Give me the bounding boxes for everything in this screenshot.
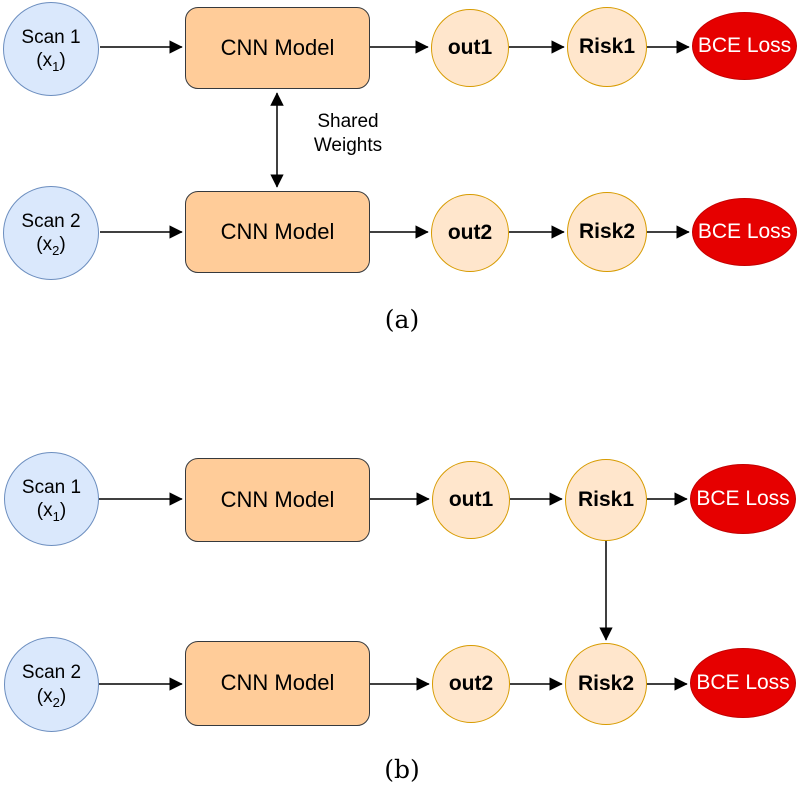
shared-weights-label: Shared Weights xyxy=(288,110,408,158)
scan-var-subscript: 1 xyxy=(52,509,60,524)
risk2-label: Risk2 xyxy=(578,220,636,244)
scan-var-open: (x xyxy=(36,685,53,707)
risk1-label: Risk1 xyxy=(577,488,635,512)
scan-var-subscript: 1 xyxy=(52,59,60,74)
cnn-model-node-b2: CNN Model xyxy=(185,641,370,726)
risk2-node-a: Risk2 xyxy=(567,192,647,272)
cnn-model-label: CNN Model xyxy=(220,34,335,60)
bce-loss-label: BCE Loss xyxy=(696,487,790,511)
out2-label: out2 xyxy=(448,672,494,696)
scan-var-subscript: 2 xyxy=(52,694,60,710)
shared-weights-line2: Weights xyxy=(313,135,383,156)
scan-var-close: ) xyxy=(59,234,66,255)
cnn-model-node-a2: CNN Model xyxy=(185,191,370,273)
out1-label: out1 xyxy=(447,36,493,60)
cnn-model-label: CNN Model xyxy=(220,218,335,244)
risk2-node-b: Risk2 xyxy=(565,643,647,725)
scan-var-open: (x xyxy=(36,50,53,71)
out2-label: out2 xyxy=(447,221,493,245)
scan2-variable-b: (x2) xyxy=(36,685,67,710)
scan2-variable-a: (x2) xyxy=(36,233,66,258)
bce-loss-label: BCE Loss xyxy=(697,34,792,58)
cnn-model-label: CNN Model xyxy=(220,486,335,512)
scan1-label-a: Scan 1 xyxy=(21,26,81,48)
out2-node-a: out2 xyxy=(431,194,509,272)
scan1-label-b: Scan 1 xyxy=(21,476,82,498)
scan-var-close: ) xyxy=(59,500,67,521)
scan2-node-b: Scan 2 (x2) xyxy=(4,637,99,732)
bce-loss-node-a1: BCE Loss xyxy=(692,12,797,80)
scan-var-open: (x xyxy=(36,500,53,521)
scan-var-subscript: 2 xyxy=(52,243,60,258)
scan-var-open: (x xyxy=(36,234,53,255)
out2-node-b: out2 xyxy=(432,645,510,723)
risk2-label: Risk2 xyxy=(577,672,635,696)
scan1-variable-b: (x1) xyxy=(36,499,67,524)
scan2-label-b: Scan 2 xyxy=(21,662,82,684)
cnn-model-node-a1: CNN Model xyxy=(185,7,370,89)
out1-label: out1 xyxy=(448,488,494,512)
risk1-node-a: Risk1 xyxy=(567,7,647,87)
shared-weights-line1: Shared xyxy=(317,111,379,132)
scan2-node-a: Scan 2 (x2) xyxy=(3,186,99,280)
risk1-label: Risk1 xyxy=(578,35,636,59)
risk1-node-b: Risk1 xyxy=(565,459,647,541)
scan1-node-a: Scan 1 (x1) xyxy=(3,2,99,96)
scan1-node-b: Scan 1 (x1) xyxy=(4,452,99,546)
bce-loss-label: BCE Loss xyxy=(696,671,790,695)
scan2-label-a: Scan 2 xyxy=(21,210,81,232)
scan-var-close: ) xyxy=(59,685,67,707)
bce-loss-node-b2: BCE Loss xyxy=(690,648,796,718)
scan-var-close: ) xyxy=(59,50,66,71)
out1-node-a: out1 xyxy=(431,9,509,87)
out1-node-b: out1 xyxy=(432,461,510,539)
caption-a: (a) xyxy=(384,305,420,334)
bce-loss-node-a2: BCE Loss xyxy=(692,198,797,266)
cnn-model-label: CNN Model xyxy=(220,670,335,696)
bce-loss-node-b1: BCE Loss xyxy=(690,464,796,534)
caption-b: (b) xyxy=(384,755,420,784)
cnn-model-node-b1: CNN Model xyxy=(185,458,370,542)
scan1-variable-a: (x1) xyxy=(36,49,66,74)
bce-loss-label: BCE Loss xyxy=(697,220,792,244)
